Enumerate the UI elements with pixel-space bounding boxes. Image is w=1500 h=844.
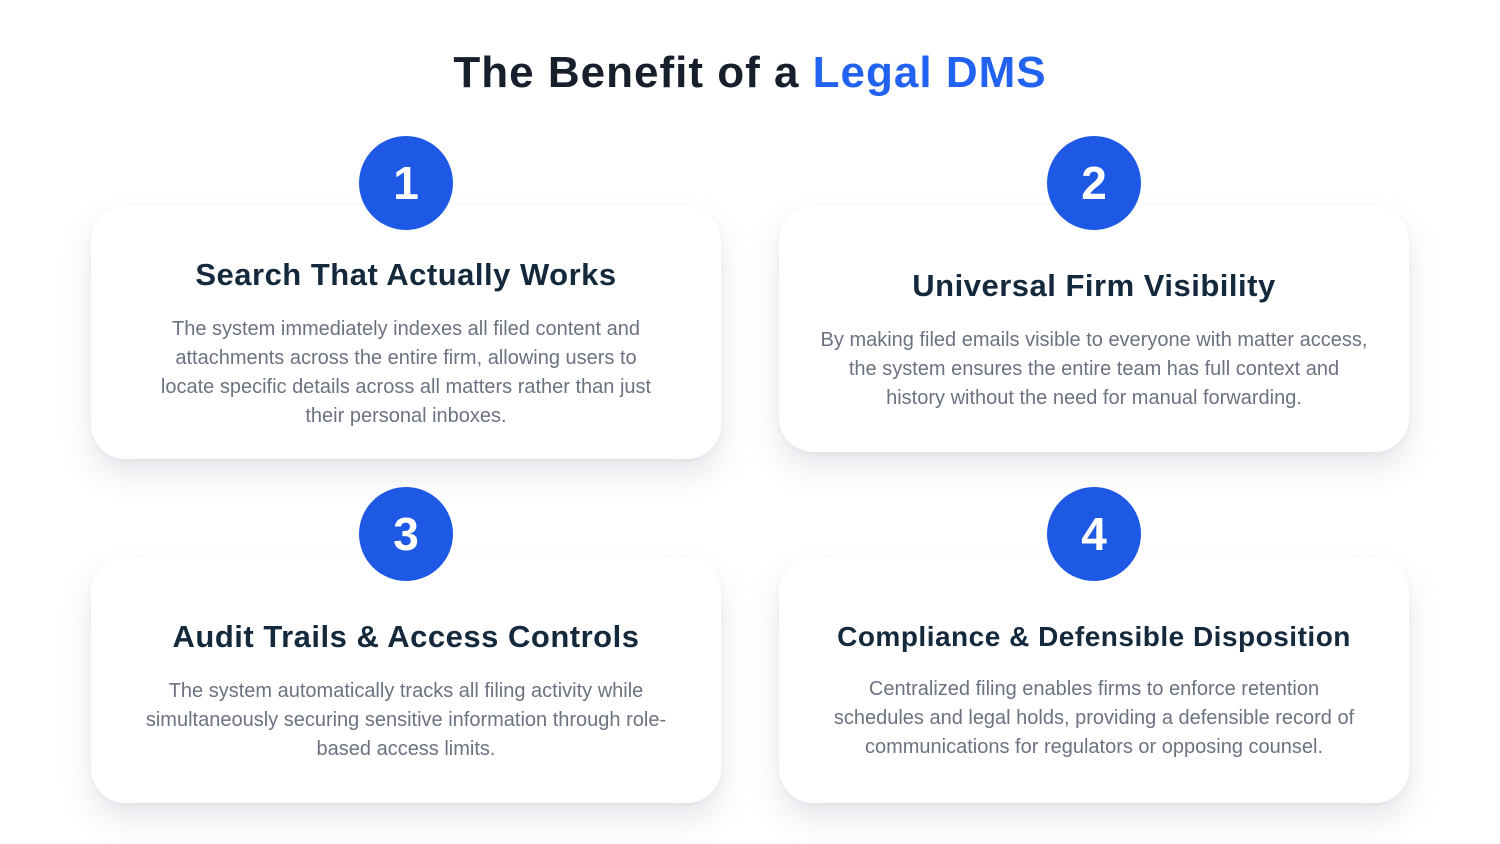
step-number: 4	[1081, 508, 1107, 561]
step-number-badge-3: 3	[359, 487, 453, 582]
page-title: The Benefit of a Legal DMS	[0, 0, 1500, 100]
step-number: 2	[1081, 157, 1107, 209]
benefit-card-1: Search That Actually Works The system im…	[91, 206, 721, 460]
benefit-card-3: Audit Trails & Access Controls The syste…	[91, 557, 721, 804]
card-body: Centralized filing enables firms to enfo…	[833, 678, 1355, 759]
page-title-highlight: Legal DMS	[812, 48, 1047, 97]
card-heading: Universal Firm Visibility	[912, 267, 1276, 303]
step-number-badge-4: 4	[1047, 487, 1141, 582]
step-number: 3	[393, 508, 419, 561]
card-body: The system automatically tracks all fili…	[145, 680, 667, 761]
page-title-prefix: The Benefit of a	[453, 48, 800, 97]
card-heading: Search That Actually Works	[195, 257, 617, 292]
benefit-card-2: Universal Firm Visibility By making file…	[779, 206, 1409, 452]
card-body: The system immediately indexes all filed…	[160, 318, 652, 428]
step-number: 1	[393, 157, 419, 209]
card-heading: Compliance & Defensible Disposition	[837, 620, 1351, 652]
benefit-item-1: 1 Search That Actually Works The system …	[91, 136, 721, 460]
benefit-card-4: Compliance & Defensible Disposition Cent…	[779, 557, 1409, 804]
card-heading: Audit Trails & Access Controls	[172, 619, 640, 655]
card-body: By making filed emails visible to everyo…	[820, 329, 1368, 410]
benefit-item-3: 3 Audit Trails & Access Controls The sys…	[91, 487, 721, 804]
benefits-grid: 1 Search That Actually Works The system …	[0, 136, 1500, 804]
step-number-badge-1: 1	[359, 136, 453, 230]
step-number-badge-2: 2	[1047, 136, 1141, 230]
benefit-item-4: 4 Compliance & Defensible Disposition Ce…	[779, 487, 1409, 804]
benefit-item-2: 2 Universal Firm Visibility By making fi…	[779, 136, 1409, 459]
